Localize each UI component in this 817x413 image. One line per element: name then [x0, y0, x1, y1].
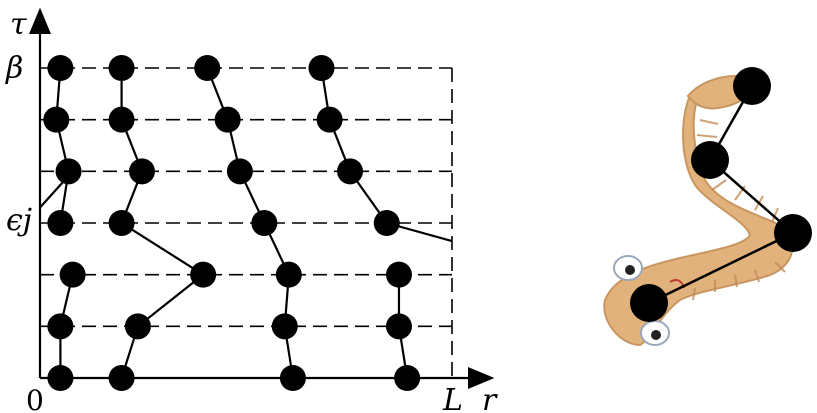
worm-bead-4: [630, 284, 668, 322]
worldline-3-bead: [226, 158, 253, 185]
worldline-4-bead: [308, 55, 335, 81]
worm-pupil-upper: [625, 265, 635, 275]
worm-link-3: [648, 231, 794, 305]
worldline-1-bead: [47, 365, 74, 391]
r-axis-label: r: [482, 383, 498, 413]
worldline-2-bead: [128, 158, 155, 185]
worldline-4-bead: [385, 261, 412, 288]
worm-bead-3: [774, 214, 812, 252]
time-slice-lines: [40, 67, 452, 328]
origin-label: 0: [26, 384, 44, 413]
worldline-2-bead: [124, 313, 151, 340]
worm-bead-2: [691, 141, 729, 179]
worldline-2-bead: [108, 106, 135, 133]
worldline-3-bead: [251, 210, 278, 236]
worldline-2-link: [120, 222, 204, 276]
beta-tick-label: β: [5, 51, 23, 86]
worm-bead-1: [733, 67, 771, 105]
worldline-3-bead: [271, 313, 298, 340]
worldline-4-bead: [385, 313, 412, 340]
worldline-4-bead: [316, 106, 343, 133]
epsilon-j-tick-label: ϵj: [6, 203, 32, 238]
worldline-1-bead: [43, 106, 70, 133]
worldline-2-bead: [108, 55, 135, 81]
worldline-1-bead: [55, 158, 82, 185]
worldline-1-bead: [47, 210, 74, 236]
worldline-4-bead: [373, 210, 400, 236]
worm-body: [603, 94, 794, 347]
worm-icon: [603, 67, 812, 347]
worldline-2-bead: [108, 365, 135, 391]
worldline-3-bead: [279, 365, 306, 391]
worldline-3-bead: [194, 55, 221, 81]
worldline-2-link: [137, 273, 204, 328]
worldline-4-bead: [337, 158, 364, 185]
worldline-1-bead: [59, 261, 86, 288]
worldline-1-bead: [47, 313, 74, 340]
worldline-2-bead: [108, 210, 135, 236]
worm-pupil-lower: [651, 330, 661, 340]
worldline-3-bead: [275, 261, 302, 288]
worldline-4-bead: [394, 365, 421, 391]
worldline-2-bead: [190, 261, 217, 288]
worldline-1-bead: [47, 55, 74, 81]
length-label-L: L: [442, 383, 463, 413]
tau-axis-label: τ: [10, 7, 27, 42]
worldline-3-bead: [214, 106, 241, 133]
worldline-beads: [43, 55, 421, 391]
